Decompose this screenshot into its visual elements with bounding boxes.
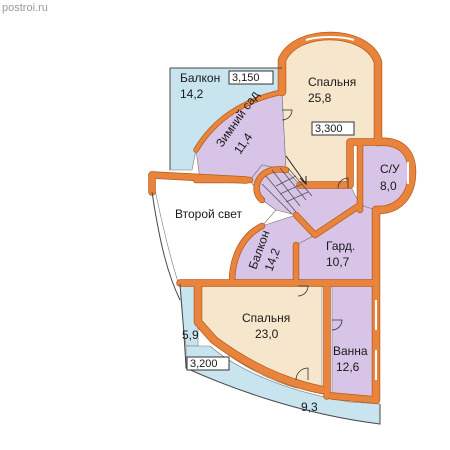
doors <box>281 109 349 381</box>
wardrobe-name: Гард. <box>326 239 355 253</box>
bathroom-floor <box>331 283 377 401</box>
level-box-balcony-top <box>228 70 274 85</box>
bathroom-area: 12,6 <box>336 360 360 374</box>
second-light-name: Второй свет <box>175 207 243 221</box>
balcony-left-area: 5,9 <box>182 328 199 342</box>
watermark-text: postroi.ru <box>2 2 48 14</box>
windows <box>305 36 409 380</box>
balcony-bottom-area: 9,3 <box>301 400 318 414</box>
wardrobe-area: 10,7 <box>326 255 350 269</box>
bedroom-bottom-name: Спальня <box>242 311 290 325</box>
level-box-bedroom-top <box>311 121 355 136</box>
bathroom-name: Ванна <box>333 344 368 358</box>
stair-arrow-icon <box>285 155 307 186</box>
bedroom-top-name: Спальня <box>308 75 356 89</box>
wc-name: С/У <box>380 162 400 176</box>
wc-area: 8,0 <box>380 179 397 193</box>
spiral-stair <box>261 167 313 215</box>
balcony-railings <box>151 67 381 425</box>
balcony-top-area: 14,2 <box>180 87 204 101</box>
level-box-bottom <box>186 356 230 371</box>
level-bottom: 3,200 <box>190 358 218 370</box>
bedroom-bottom-area: 23,0 <box>255 327 279 341</box>
balcony-top-name: Балкон <box>180 71 220 85</box>
bedroom-top-area: 25,8 <box>308 91 332 105</box>
level-bedroom-top: 3,300 <box>315 123 343 135</box>
level-balcony-top: 3,150 <box>232 72 260 84</box>
